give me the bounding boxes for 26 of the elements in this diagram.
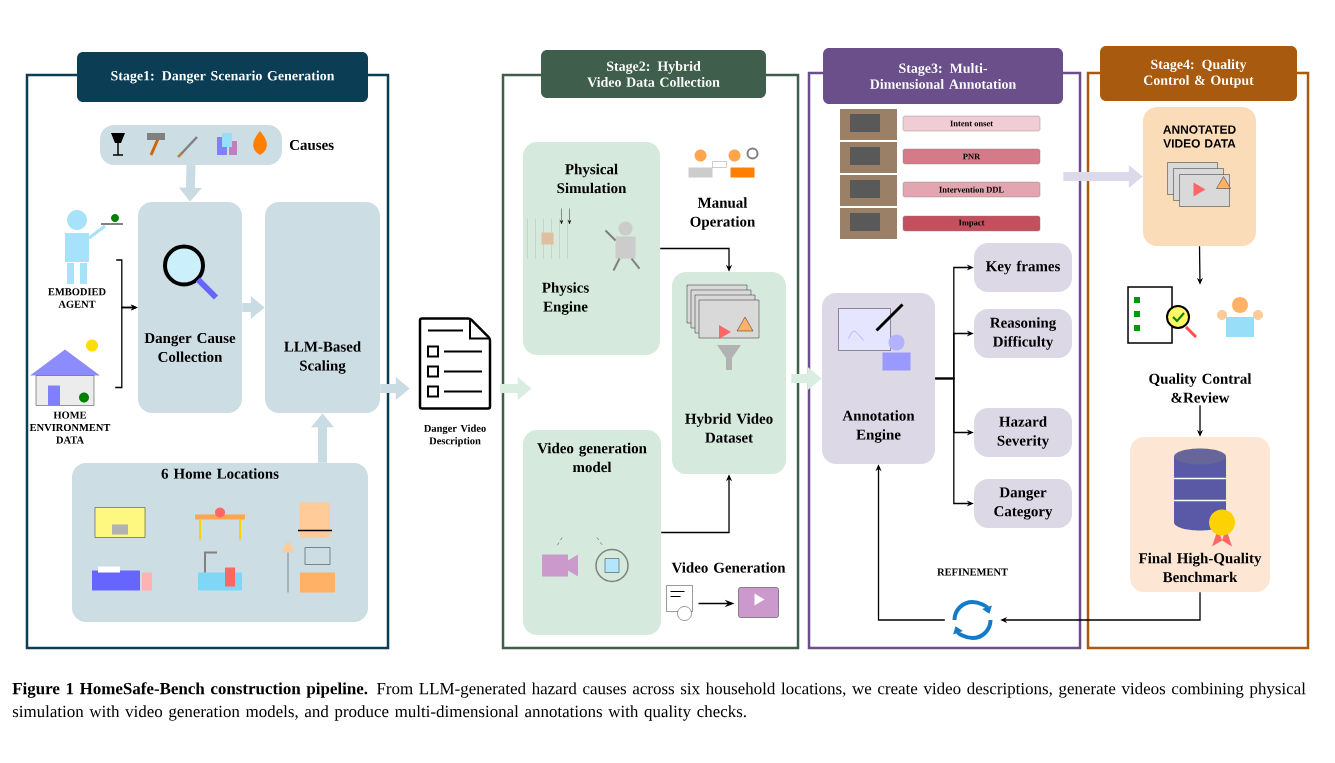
process-box: Key frames (974, 243, 1072, 292)
node-label: Physics Engine (542, 282, 589, 315)
process-box: Video generation model (523, 430, 661, 635)
process-box: LLM-Based Scaling (265, 202, 380, 413)
stage-heading: Stage2: Hybrid Video Data Collection (541, 50, 766, 98)
node-label: Manual Operation (690, 197, 756, 230)
annotation-bar: PNR (902, 148, 1041, 165)
stage-heading: Stage3: Multi-Dimensional Annotation (823, 48, 1063, 104)
node-label: HOME ENVIRONMENT DATA (29, 411, 111, 444)
annotation-bar: Impact (902, 215, 1041, 232)
node-label: Danger Video Description (424, 424, 486, 447)
node-label: EMBODIED AGENT (48, 288, 106, 308)
side-label: REFINEMENT (937, 568, 1008, 576)
node-label: Quality Contral &Review (1149, 373, 1252, 403)
process-box: Danger Cause Collection (138, 202, 242, 413)
annotation-bar: Intervention DDL (902, 181, 1041, 198)
process-box: Physical Simulation Physics Engine (523, 142, 660, 355)
figure-caption: Figure 1 HomeSafe-Bench construction pipeline. From LLM-generated hazard causes across six household locations, we create video descriptions, generate videos combining physical simulation with video generation models, and produce multi-dimensional annotations with quality checks. (12, 682, 1306, 721)
annotation-bar: Intent onset (902, 115, 1041, 132)
process-box: Reasoning Difficulty (974, 309, 1072, 358)
process-box: Danger Category (974, 479, 1072, 528)
node-label: Physical Simulation (557, 163, 627, 194)
stage-heading: Stage4: Quality Control & Output (1100, 46, 1297, 101)
stage-heading: Stage1: Danger Scenario Generation (77, 52, 368, 102)
node-label: Video Generation (671, 562, 786, 573)
process-box: Hazard Severity (974, 408, 1072, 457)
